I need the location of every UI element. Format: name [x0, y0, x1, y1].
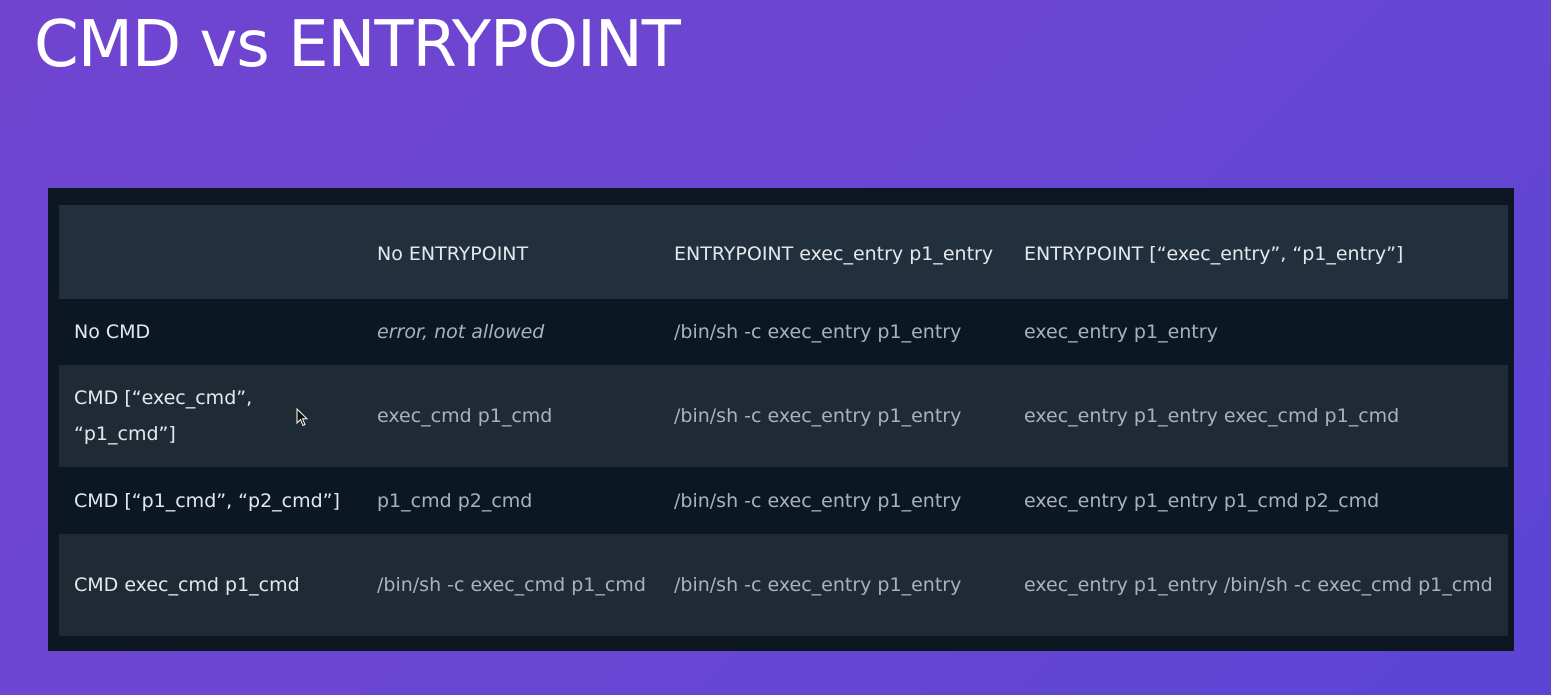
cmd-entrypoint-table: No ENTRYPOINT ENTRYPOINT exec_entry p1_e… — [59, 205, 1508, 636]
table-cell: exec_entry p1_entry exec_cmd p1_cmd — [1024, 405, 1400, 427]
table-cell: /bin/sh -c exec_entry p1_entry — [674, 321, 962, 343]
table-cell: exec_entry p1_entry — [1024, 321, 1218, 343]
table-cell: /bin/sh -c exec_entry p1_entry — [674, 489, 962, 512]
header-no-entrypoint: No ENTRYPOINT — [377, 243, 529, 265]
row-label: No CMD — [74, 321, 151, 343]
table-row: CMD exec_cmd p1_cmd /bin/sh -c exec_cmd … — [59, 534, 1508, 636]
table-row: No CMD error, not allowed /bin/sh -c exe… — [59, 299, 1508, 365]
table-cell: /bin/sh -c exec_entry p1_entry — [674, 574, 962, 596]
table-row: CMD [“exec_cmd”, “p1_cmd”] exec_cmd p1_c… — [59, 365, 1508, 467]
table-cell: /bin/sh -c exec_entry p1_entry — [674, 405, 962, 427]
table-row: CMD [“p1_cmd”, “p2_cmd”] p1_cmd p2_cmd /… — [59, 467, 1508, 534]
comparison-table-frame: No ENTRYPOINT ENTRYPOINT exec_entry p1_e… — [48, 188, 1514, 651]
table-cell: exec_entry p1_entry /bin/sh -c exec_cmd … — [1024, 574, 1493, 596]
table-cell: /bin/sh -c exec_cmd p1_cmd — [377, 574, 646, 596]
table-cell: p1_cmd p2_cmd — [377, 489, 533, 512]
header-entrypoint-exec-form: ENTRYPOINT [“exec_entry”, “p1_entry”] — [1024, 243, 1404, 265]
table-cell: exec_cmd p1_cmd — [377, 405, 553, 427]
row-label: CMD [“p1_cmd”, “p2_cmd”] — [74, 489, 340, 512]
mouse-pointer-icon — [296, 408, 308, 427]
table-header-row: No ENTRYPOINT ENTRYPOINT exec_entry p1_e… — [59, 205, 1508, 299]
row-label: CMD exec_cmd p1_cmd — [74, 574, 300, 596]
table-cell: error, not allowed — [377, 321, 545, 343]
table-cell: exec_entry p1_entry p1_cmd p2_cmd — [1024, 489, 1380, 512]
header-corner-cell — [59, 205, 362, 299]
header-entrypoint-shell-form: ENTRYPOINT exec_entry p1_entry — [674, 243, 994, 265]
slide-title: CMD vs ENTRYPOINT — [34, 8, 681, 82]
row-label: CMD [“exec_cmd”, “p1_cmd”] — [74, 387, 253, 445]
